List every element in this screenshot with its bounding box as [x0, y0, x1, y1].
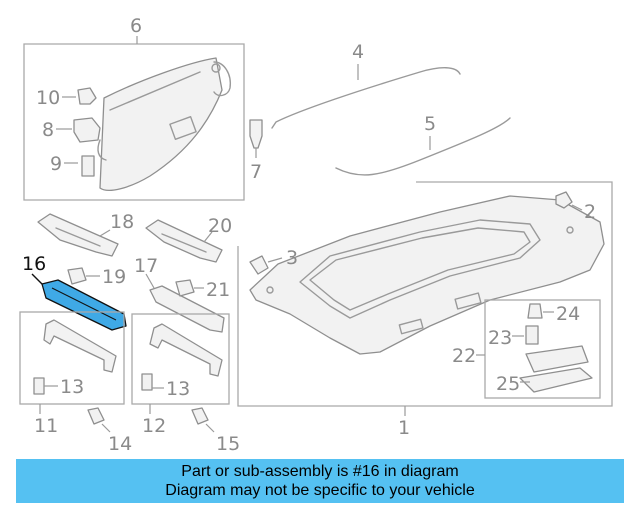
label-1: 1 [398, 417, 410, 439]
assist-handle-12[interactable] [149, 323, 223, 377]
label-16: 16 [22, 253, 46, 275]
label-11: 11 [34, 415, 58, 437]
nut-19[interactable] [67, 267, 87, 285]
screw-7[interactable] [249, 119, 263, 149]
part-16-group: 16 [22, 253, 127, 331]
cap-15[interactable] [191, 407, 209, 425]
room-lamp-25[interactable] [519, 367, 593, 393]
label-19: 19 [102, 266, 126, 288]
group-6-box [23, 43, 245, 201]
headliner[interactable] [249, 195, 605, 355]
label-13b: 13 [166, 378, 190, 400]
label-5: 5 [424, 113, 436, 135]
label-10: 10 [36, 87, 60, 109]
lamp-lens[interactable] [525, 345, 589, 373]
label-13a: 13 [60, 376, 84, 398]
label-4: 4 [352, 41, 364, 63]
screw-9[interactable] [81, 155, 95, 177]
banner-line-2: Diagram may not be specific to your vehi… [165, 482, 475, 499]
weatherstrip-group: 4 5 [271, 41, 511, 176]
label-17: 17 [134, 255, 158, 277]
group-1-box [237, 181, 613, 407]
group-22-box [484, 299, 601, 399]
label-6: 6 [130, 15, 142, 37]
label-9: 9 [50, 153, 62, 175]
clip-3[interactable] [249, 255, 269, 275]
label-12: 12 [142, 415, 166, 437]
label-25: 25 [496, 373, 520, 395]
label-21: 21 [206, 279, 230, 301]
label-22: 22 [452, 345, 476, 367]
bracket-20-group: 20 17 21 [134, 215, 232, 333]
label-2: 2 [584, 201, 596, 223]
room-lamp-group: 22 24 23 25 [452, 299, 601, 399]
label-20: 20 [208, 215, 232, 237]
bulb-24[interactable] [527, 303, 543, 319]
label-8: 8 [42, 119, 54, 141]
sun-visor[interactable] [99, 57, 223, 191]
assist-handle-right-group: 12 13 15 [131, 313, 240, 455]
bulb-23[interactable] [525, 325, 539, 345]
screw-7-group: 7 [249, 119, 263, 183]
clip-2[interactable] [555, 191, 573, 209]
info-banner: Part or sub-assembly is #16 in diagram D… [16, 459, 624, 503]
bracket-18-group: 18 19 [37, 211, 134, 288]
weatherstrip-4[interactable] [271, 67, 461, 129]
assist-handle-11[interactable] [43, 319, 117, 373]
group-11-box [19, 311, 125, 405]
label-24: 24 [556, 303, 580, 325]
bolt-13b[interactable] [141, 373, 153, 391]
sun-visor-group: 6 10 8 9 [23, 15, 245, 201]
label-7: 7 [250, 161, 262, 183]
cap-14[interactable] [87, 407, 105, 425]
label-14: 14 [108, 433, 132, 455]
label-18: 18 [110, 211, 134, 233]
group-12-box [131, 313, 230, 405]
hook-8[interactable] [73, 117, 101, 143]
clip-10[interactable] [77, 87, 97, 105]
label-15: 15 [216, 433, 240, 455]
headliner-group: 1 2 3 [237, 181, 613, 439]
bracket-17[interactable] [149, 285, 225, 333]
nut-21[interactable] [175, 279, 195, 297]
weatherstrip-5[interactable] [335, 117, 511, 176]
label-23: 23 [488, 327, 512, 349]
bracket-18[interactable] [37, 213, 119, 257]
bolt-13a[interactable] [33, 377, 45, 395]
label-3: 3 [286, 247, 298, 269]
assist-grip-bracket-16[interactable] [41, 279, 127, 331]
banner-line-1: Part or sub-assembly is #16 in diagram [181, 463, 459, 480]
assist-handle-left-group: 11 13 14 [19, 311, 132, 455]
